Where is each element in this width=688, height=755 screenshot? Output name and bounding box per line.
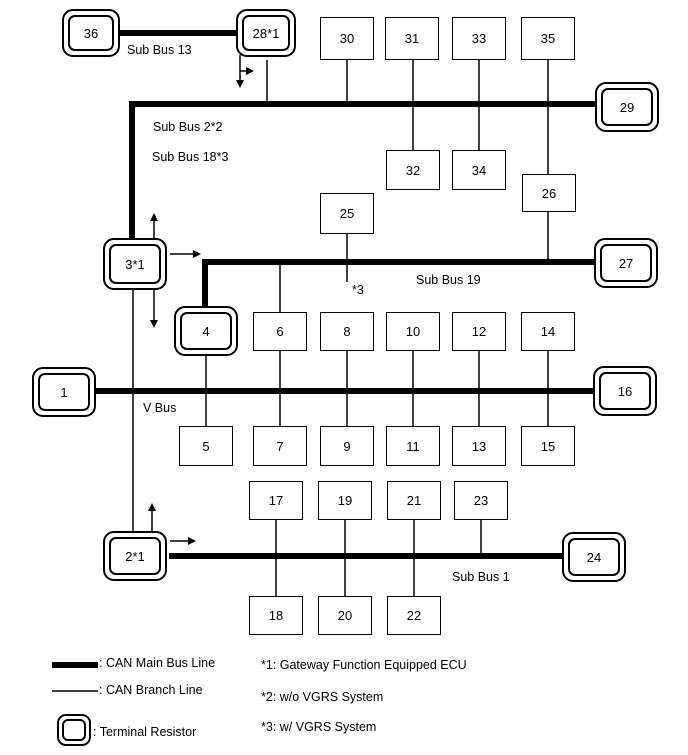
main-bus-lines bbox=[96, 30, 595, 559]
node-21: 21 bbox=[387, 481, 441, 520]
node-17: 17 bbox=[249, 481, 303, 520]
legend-terminal: : Terminal Resistor bbox=[93, 725, 197, 739]
note-3: *3: w/ VGRS System bbox=[261, 720, 377, 734]
note-2: *2: w/o VGRS System bbox=[261, 690, 384, 704]
label-sub-bus-19: Sub Bus 19 bbox=[416, 273, 481, 287]
legend-branch: : CAN Branch Line bbox=[99, 683, 203, 697]
node-2: 2*1 bbox=[103, 531, 167, 581]
node-1: 1 bbox=[32, 367, 96, 417]
node-14: 14 bbox=[521, 312, 575, 351]
node-35: 35 bbox=[521, 17, 575, 60]
node-27: 27 bbox=[594, 238, 658, 288]
note-1: *1: Gateway Function Equipped ECU bbox=[261, 658, 467, 672]
node-18: 18 bbox=[249, 596, 303, 635]
label-sub-bus-18: Sub Bus 18*3 bbox=[152, 150, 229, 164]
node-31: 31 bbox=[385, 17, 439, 60]
node-30: 30 bbox=[320, 17, 374, 60]
label-sub-bus-2: Sub Bus 2*2 bbox=[153, 120, 223, 134]
node-26: 26 bbox=[522, 174, 576, 212]
sub-bus-19-line bbox=[202, 259, 594, 308]
node-10: 10 bbox=[386, 312, 440, 351]
legend-main-bus: : CAN Main Bus Line bbox=[99, 656, 216, 670]
label-note-3: *3 bbox=[352, 283, 364, 297]
node-6: 6 bbox=[253, 312, 307, 351]
node-22: 22 bbox=[387, 596, 441, 635]
label-sub-bus-1: Sub Bus 1 bbox=[452, 570, 510, 584]
node-12: 12 bbox=[452, 312, 506, 351]
node-11: 11 bbox=[386, 426, 440, 466]
node-34: 34 bbox=[452, 150, 506, 190]
node-13: 13 bbox=[452, 426, 506, 466]
node-9: 9 bbox=[320, 426, 374, 466]
branch-lines bbox=[132, 60, 549, 596]
node-24: 24 bbox=[562, 532, 626, 582]
node-32: 32 bbox=[386, 150, 440, 190]
node-15: 15 bbox=[521, 426, 575, 466]
node-20: 20 bbox=[318, 596, 372, 635]
node-29: 29 bbox=[595, 82, 659, 132]
sub-bus-2-line bbox=[129, 101, 595, 238]
node-33: 33 bbox=[452, 17, 506, 60]
node-8: 8 bbox=[320, 312, 374, 351]
node-23: 23 bbox=[454, 481, 508, 520]
node-7: 7 bbox=[253, 426, 307, 466]
label-v-bus: V Bus bbox=[143, 401, 177, 415]
label-sub-bus-13: Sub Bus 13 bbox=[127, 43, 192, 57]
node-16: 16 bbox=[593, 366, 657, 416]
node-3: 3*1 bbox=[103, 238, 167, 290]
node-4: 4 bbox=[174, 306, 238, 356]
node-36: 36 bbox=[62, 9, 120, 57]
node-19: 19 bbox=[318, 481, 372, 520]
legend-terminal-resistor-icon bbox=[57, 714, 91, 746]
node-25: 25 bbox=[320, 193, 374, 234]
node-28: 28*1 bbox=[236, 9, 296, 57]
node-5: 5 bbox=[179, 426, 233, 466]
